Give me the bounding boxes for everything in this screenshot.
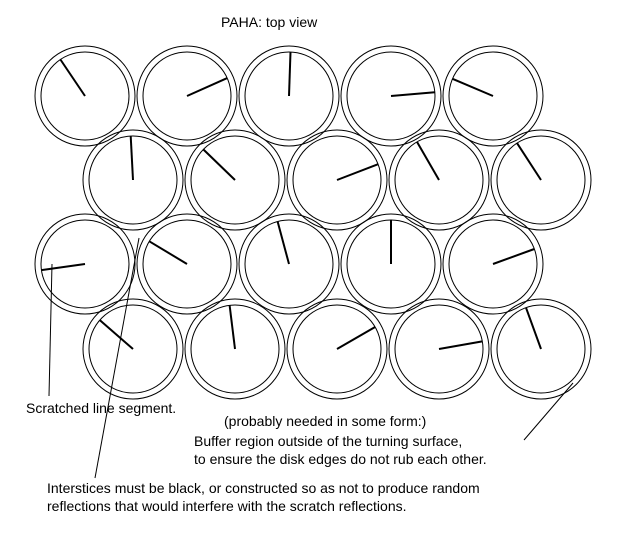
disk-inner-ring <box>88 304 178 394</box>
scratch-line <box>186 77 228 97</box>
probably-needed-note: (probably needed in some form:) <box>224 413 427 429</box>
disk-inner-ring <box>394 304 484 394</box>
interstices-leader <box>94 237 140 479</box>
disk-inner-ring <box>346 51 436 141</box>
disk-outer-ring <box>442 213 544 315</box>
disk-outer-ring <box>82 298 184 400</box>
scratch-line <box>276 221 290 265</box>
disk-outer-ring <box>136 213 238 315</box>
scratch-line <box>516 142 542 181</box>
disk-inner-ring <box>40 219 130 309</box>
disk-inner-ring <box>496 304 586 394</box>
scratch-line <box>41 263 86 272</box>
scratch-line <box>99 319 134 350</box>
scratch-line <box>288 51 292 97</box>
disk-inner-ring <box>394 135 484 225</box>
disk-outer-ring <box>340 45 442 147</box>
disk-outer-ring <box>340 213 442 315</box>
scratch-line <box>228 305 236 350</box>
disk-outer-ring <box>184 129 286 231</box>
disk-inner-ring <box>142 51 232 141</box>
scratch-line <box>129 136 134 181</box>
disk-inner-ring <box>88 135 178 225</box>
disk-outer-ring <box>34 45 136 147</box>
disk-inner-ring <box>142 219 232 309</box>
disk-outer-ring <box>184 298 286 400</box>
disk-inner-ring <box>190 304 280 394</box>
disk-inner-ring <box>190 135 280 225</box>
disk-outer-ring <box>490 129 592 231</box>
disk-outer-ring <box>286 129 388 231</box>
disk-inner-ring <box>244 51 334 141</box>
scratch-line <box>336 326 376 350</box>
disk-inner-ring <box>244 219 334 309</box>
scratch-line <box>492 248 535 265</box>
disk-outer-ring <box>34 213 136 315</box>
disk-outer-ring <box>238 45 340 147</box>
disk-inner-ring <box>496 135 586 225</box>
buffer-region-label-line1: Buffer region outside of the turning sur… <box>194 433 463 449</box>
disk-outer-ring <box>490 298 592 400</box>
disk-outer-ring <box>388 298 490 400</box>
disk-outer-ring <box>136 45 238 147</box>
interstices-label-line1: Interstices must be black, or constructe… <box>47 480 480 496</box>
scratch-line <box>336 163 379 181</box>
scratch-line <box>452 77 494 97</box>
scratched-line-label: Scratched line segment. <box>26 400 177 416</box>
disk-outer-ring <box>442 45 544 147</box>
disk-inner-ring <box>292 135 382 225</box>
scratch-line <box>148 240 188 265</box>
scratch-line <box>59 58 86 97</box>
scratched-line-leader <box>48 263 53 397</box>
disk-inner-ring <box>448 51 538 141</box>
disk-outer-ring <box>82 129 184 231</box>
buffer-region-leader <box>523 382 574 441</box>
buffer-region-label-line2: to ensure the disk edges do not rub each… <box>194 451 487 467</box>
disk-inner-ring <box>40 51 130 141</box>
disk-outer-ring <box>238 213 340 315</box>
disk-outer-ring <box>388 129 490 231</box>
interstices-label-line2: reflections that would interfere with th… <box>47 498 407 514</box>
scratch-line <box>438 340 483 350</box>
scratch-line <box>525 307 542 350</box>
scratch-line <box>416 141 440 181</box>
disk-outer-ring <box>286 298 388 400</box>
scratch-line <box>390 91 435 97</box>
disk-inner-ring <box>292 304 382 394</box>
disk-inner-ring <box>448 219 538 309</box>
diagram-title: PAHA: top view <box>221 14 318 30</box>
scratch-line <box>202 148 236 181</box>
